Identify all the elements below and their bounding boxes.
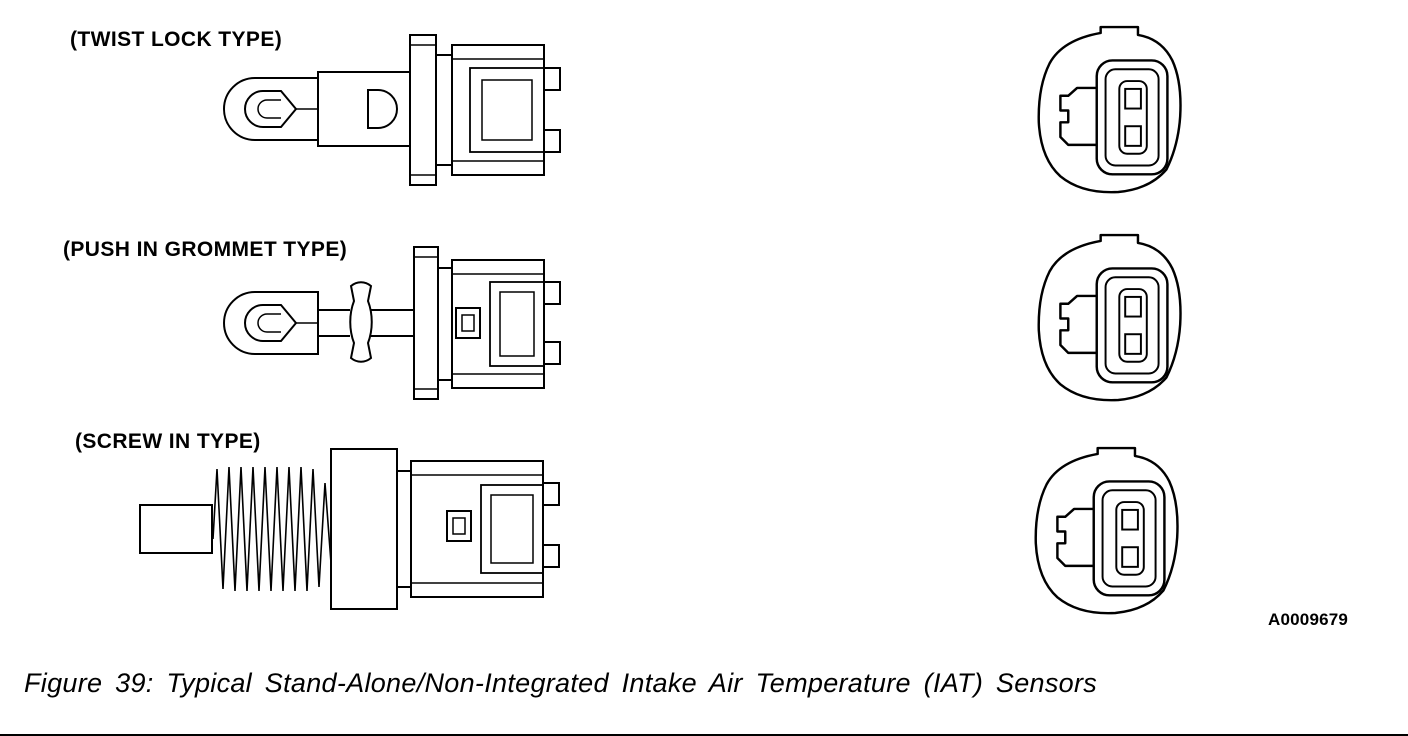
label-twist-lock-type: (TWIST LOCK TYPE) [70, 28, 283, 51]
sensor-stem [318, 309, 414, 337]
figure-reference-code: A0009679 [1268, 610, 1349, 629]
push-in-grommet-sensor-side-view [218, 238, 563, 410]
mounting-plate [413, 246, 439, 400]
screw-threads [212, 466, 332, 592]
twist-lock-connector-face-view [1028, 25, 1190, 197]
figure-caption: Figure 39: Typical Stand-Alone/Non-Integ… [24, 668, 1098, 698]
screw-in-sensor-side-view [135, 443, 565, 615]
label-push-in-grommet-type: (PUSH IN GROMMET TYPE) [63, 238, 348, 261]
connector-housing [396, 460, 560, 598]
twist-lock-sensor-side-view [218, 28, 563, 196]
sensor-body [317, 71, 411, 147]
twist-lock-flange [409, 34, 437, 186]
sensor-tip-capsule [223, 77, 319, 141]
probe-tip [139, 504, 213, 554]
bottom-rule [0, 734, 1408, 736]
push-in-grommet-connector-face-view [1028, 233, 1190, 405]
hex-body [330, 448, 398, 610]
sensor-tip-capsule [223, 291, 319, 355]
connector-housing [435, 44, 561, 176]
rubber-grommet [349, 281, 373, 363]
screw-in-connector-face-view [1025, 446, 1187, 618]
label-screw-in-type: (SCREW IN TYPE) [75, 430, 261, 453]
connector-housing [437, 259, 561, 389]
